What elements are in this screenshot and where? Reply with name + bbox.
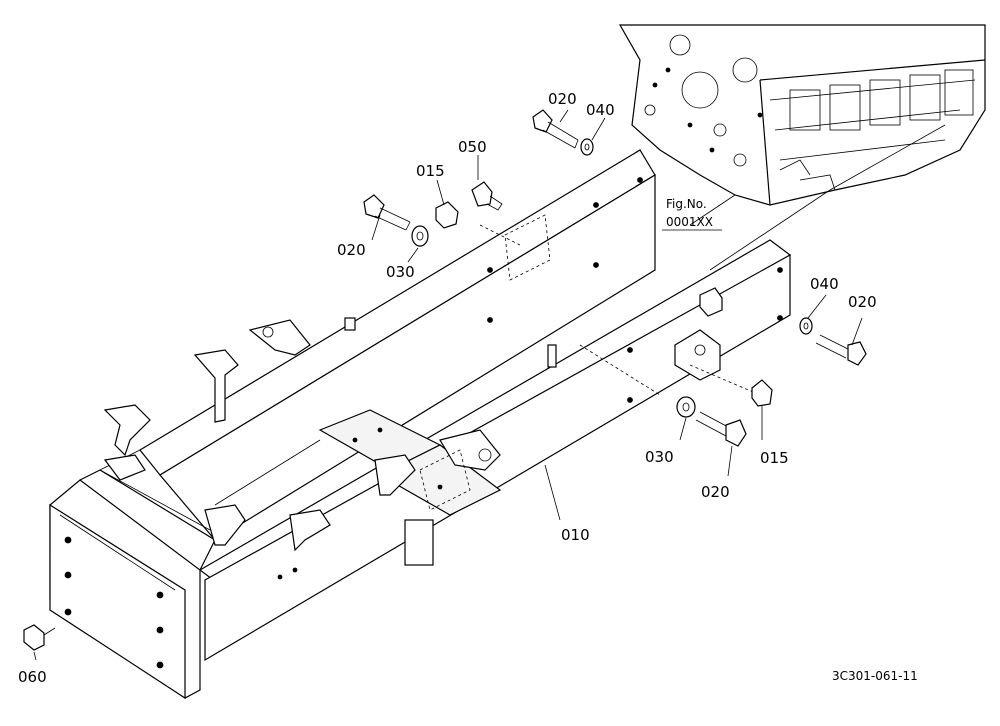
frame-left-rail: [99, 149, 656, 541]
fig-ref-line1: Fig.No.: [666, 197, 707, 211]
callout-010: 010: [561, 526, 590, 544]
callout-015-top: 015: [416, 162, 445, 180]
bolt-020-bottom: [695, 411, 747, 447]
callout-030-right: 030: [645, 448, 674, 466]
fig-ref-line2: 0001XX: [666, 215, 713, 229]
callout-050: 050: [458, 138, 487, 156]
engine-block: [618, 24, 986, 206]
frame-holes: [277, 177, 783, 580]
callout-020-bottom: 020: [701, 483, 730, 501]
bolt-020-top: [532, 109, 579, 149]
callout-020-right: 020: [848, 293, 877, 311]
callout-040-top: 040: [586, 101, 615, 119]
frame-brackets: [103, 317, 557, 566]
bolt-020-right: [815, 334, 867, 366]
callout-015-right: 015: [760, 449, 789, 467]
bolt-020-left: [363, 194, 411, 231]
callout-060: 060: [18, 668, 47, 686]
callout-040-right: 040: [810, 275, 839, 293]
callout-030-left: 030: [386, 263, 415, 281]
reference-code: 3C301-061-11: [832, 669, 918, 683]
callout-020-left: 020: [337, 241, 366, 259]
fig-reference: Fig.No. 0001XX: [662, 197, 722, 231]
callout-020-top: 020: [548, 90, 577, 108]
front-plate: [49, 469, 216, 700]
